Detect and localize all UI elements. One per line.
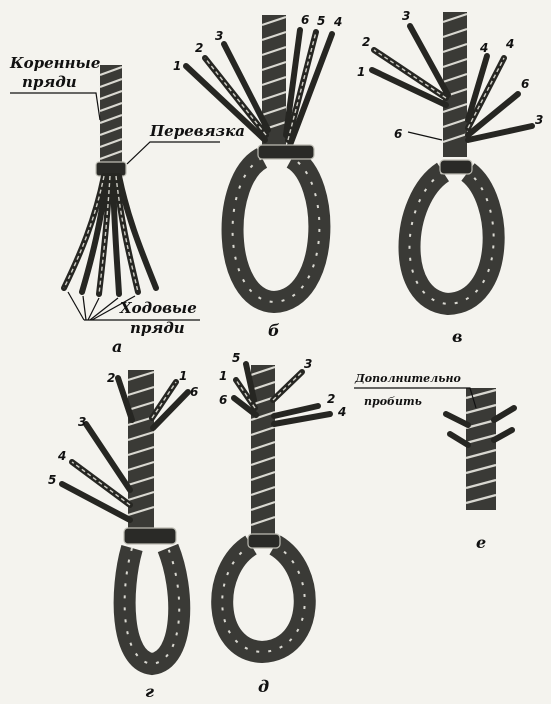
panel-e-letter: е xyxy=(476,533,486,552)
panel-a-binding-label: Перевязка xyxy=(149,122,245,140)
panel-g-strand-number: 6 xyxy=(190,385,198,399)
panel-g-binding xyxy=(124,528,176,544)
panel-v-strand-number: 3 xyxy=(535,113,543,127)
panel-g-strand-number: 1 xyxy=(179,369,187,383)
panel-d-letter: д xyxy=(258,677,269,696)
panel-e: Дополнительно пробить е xyxy=(354,372,514,552)
panel-a-working-label-line1: Ходовые xyxy=(119,299,197,317)
panel-d-strand-number: 4 xyxy=(337,405,346,419)
panel-b-strand-number: 2 xyxy=(195,41,203,55)
panel-g-strand-number: 3 xyxy=(78,415,86,429)
panel-v-strand-number: 2 xyxy=(362,35,370,49)
panel-g-strand-number: 2 xyxy=(107,371,115,385)
panel-d-strand-number: 5 xyxy=(232,351,240,365)
panel-d-strands xyxy=(234,364,330,424)
panel-g-strand-number: 5 xyxy=(48,473,56,487)
panel-d-strand-number: 2 xyxy=(327,392,335,406)
panel-g: 2 1 6 3 4 5 г xyxy=(48,369,198,701)
panel-b-binding xyxy=(258,145,314,159)
panel-a-working-label-line2: пряди xyxy=(130,319,185,337)
panel-a-working-strands xyxy=(64,176,156,294)
panel-v-strand-number: 1 xyxy=(357,65,365,79)
panel-a-root-label-line2: пряди xyxy=(22,73,77,91)
panel-b-strand-number: 3 xyxy=(215,29,223,43)
panel-b-strand-number: 5 xyxy=(317,14,325,28)
panel-b-strand-number: 4 xyxy=(333,15,342,29)
panel-e-label-line2: пробить xyxy=(364,395,422,408)
panel-v: 3 2 1 4 4 6 3 6 в xyxy=(357,9,543,346)
panel-v-loop xyxy=(410,172,494,304)
panel-v-strand-number: 4 xyxy=(479,41,488,55)
panel-b-loop xyxy=(233,158,320,302)
panel-d-strand-number: 6 xyxy=(219,393,227,407)
panel-v-letter: в xyxy=(452,327,463,346)
panel-g-strand-number: 4 xyxy=(57,449,66,463)
panel-d: 5 1 3 6 2 4 д xyxy=(219,351,346,696)
panel-g-letter: г xyxy=(145,682,154,701)
panel-b-strand-numbers: 1 2 3 6 5 4 xyxy=(173,13,342,73)
panel-g-strands xyxy=(62,378,188,520)
panel-v-strand-number: 6 xyxy=(521,77,529,91)
panel-b-letter: б xyxy=(268,321,280,340)
panel-a-root-label-line1: Коренные xyxy=(9,54,100,72)
panel-d-strand-number: 3 xyxy=(304,357,312,371)
panel-g-loop xyxy=(125,548,180,664)
panel-v-binding xyxy=(440,160,472,174)
panel-a-binding-leader xyxy=(127,142,220,164)
panel-a-letter: а xyxy=(112,337,122,356)
panel-b: 1 2 3 6 5 4 б xyxy=(173,13,342,340)
panel-v-strand-number: 3 xyxy=(402,9,410,23)
panel-e-label-line1: Дополнительно xyxy=(354,372,461,385)
panel-v-strand-number: 4 xyxy=(505,37,514,51)
panel-a-root-leader xyxy=(10,93,100,120)
panel-d-strand-number: 1 xyxy=(219,369,227,383)
panel-b-strand-number: 1 xyxy=(173,59,181,73)
panel-b-strand-number: 6 xyxy=(301,13,309,27)
panel-a: Коренные пряди Перевязка Ходовые пряди а xyxy=(9,54,245,356)
panel-v-strand6-leader xyxy=(408,132,442,140)
panel-d-binding xyxy=(248,534,280,548)
panel-v-strand-number: 6 xyxy=(394,127,402,141)
